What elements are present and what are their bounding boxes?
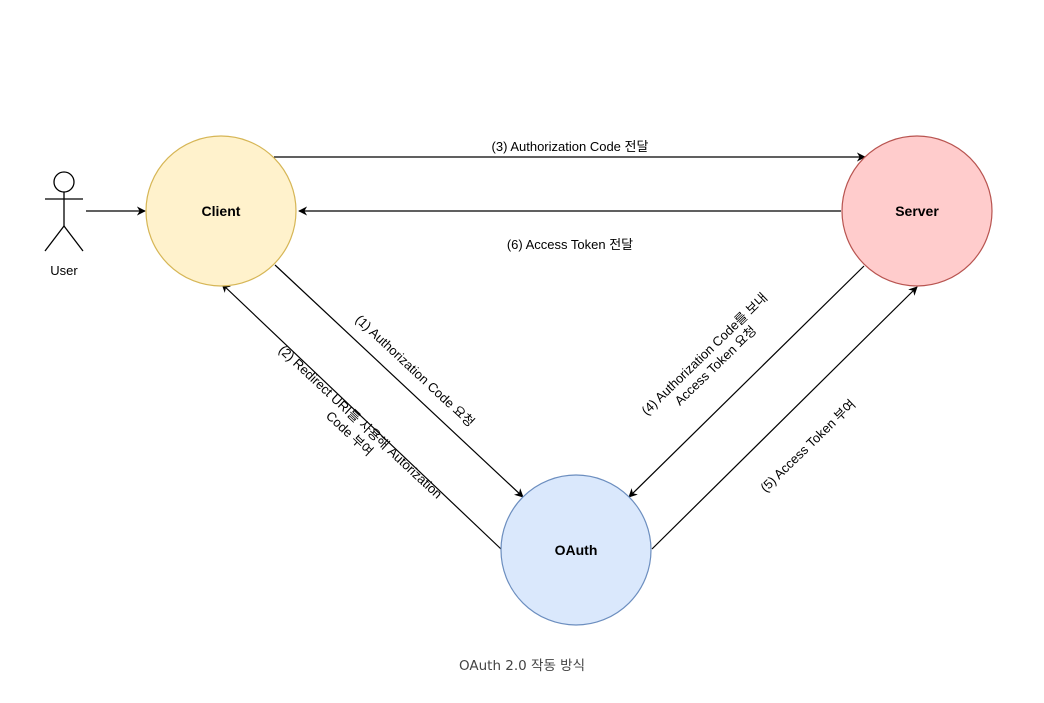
user-actor-icon [44, 171, 84, 252]
edge-1-label: (1) Authorization Code 요청 [353, 312, 478, 430]
oauth-circle [500, 474, 652, 626]
client-circle [145, 135, 297, 287]
user-actor-label: User [50, 263, 78, 278]
edge-5-oauth-to-server [651, 286, 918, 550]
edge-3-label: (3) Authorization Code 전달 [492, 139, 649, 154]
edge-5-label: (5) Access Token 부여 [757, 397, 858, 496]
edge-1-client-to-oauth [274, 264, 524, 498]
client-node: Client [145, 135, 297, 287]
oauth-node: OAuth [500, 474, 652, 626]
server-label: Server [895, 203, 939, 219]
figure-caption: OAuth 2.0 작동 방식 [458, 658, 586, 674]
oauth-label: OAuth [555, 542, 598, 558]
edge-4-label-line1: (4) Authorization Code를 보내 [638, 290, 770, 418]
edge-6-label: (6) Access Token 전달 [507, 237, 633, 252]
edge-2-oauth-to-client [221, 283, 502, 550]
client-label: Client [202, 203, 241, 219]
server-circle [841, 135, 993, 287]
server-node: Server [841, 135, 993, 287]
edge-4-server-to-oauth [628, 265, 865, 498]
